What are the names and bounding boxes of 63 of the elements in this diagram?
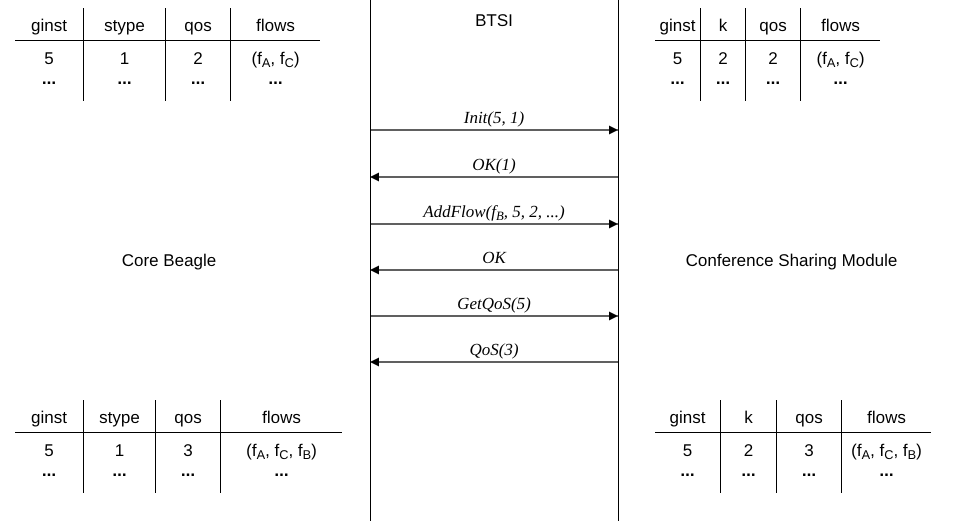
table-cell: ... <box>117 70 132 87</box>
table-cell: (f$_{A}$, f$_{C}$, f$_{B}$) <box>246 442 317 459</box>
node-label: BTSI <box>475 10 513 32</box>
table-cell: (f$_{A}$, f$_{C}$) <box>252 50 300 67</box>
arrow <box>370 172 618 182</box>
table-cell: ... <box>670 70 685 87</box>
table-cell: ... <box>833 70 848 87</box>
table-cell: ... <box>274 462 289 479</box>
table-cell: ... <box>716 70 730 87</box>
table-cell: 5 <box>44 50 54 67</box>
table-cell: (f$_{A}$, f$_{C}$) <box>816 50 864 67</box>
edge-label: AddFlow(f$_{B}$, 5, 2, ...) <box>421 203 567 220</box>
arrow <box>370 266 618 274</box>
table-cell: ... <box>112 462 127 479</box>
arrow <box>370 220 618 228</box>
arrow <box>370 358 618 366</box>
column-header: flows <box>821 17 860 34</box>
table-cell: 2 <box>768 50 778 67</box>
table-cell: 3 <box>804 442 814 459</box>
column-header: flows <box>256 17 295 34</box>
table-cell: ... <box>180 462 196 479</box>
column-header: flows <box>262 409 301 426</box>
table-cell: 1 <box>114 442 124 459</box>
table-cell: ... <box>42 70 56 87</box>
table-cell: 2 <box>718 50 728 67</box>
table-cell: ... <box>741 462 756 479</box>
table-cell: ... <box>680 462 695 479</box>
node-label: Core Beagle <box>122 250 216 272</box>
edge-label: OK <box>480 249 508 266</box>
edge-label: QoS(3) <box>467 341 521 358</box>
table-cell: 5 <box>672 50 682 67</box>
edge-label: OK(1) <box>470 156 518 173</box>
table-cell: 5 <box>44 442 54 459</box>
arrow <box>370 312 618 320</box>
edge-label: Init(5, 1) <box>462 109 526 126</box>
table-cell: (f$_{A}$, f$_{C}$, f$_{B}$) <box>851 442 922 459</box>
column-header: k <box>744 409 753 426</box>
column-header: flows <box>867 409 906 426</box>
arrow <box>370 126 618 134</box>
table-cell: 3 <box>183 442 193 459</box>
column-header: ginst <box>670 409 706 426</box>
column-header: qos <box>795 409 823 426</box>
table-cell: 1 <box>120 50 130 67</box>
column-header: ginst <box>31 409 67 426</box>
table-cell: 2 <box>744 442 754 459</box>
column-header: k <box>718 17 728 34</box>
column-header: qos <box>759 17 787 34</box>
column-header: qos <box>174 409 202 426</box>
column-header: ginst <box>660 17 696 34</box>
column-header: stype <box>104 17 145 34</box>
column-header: stype <box>99 409 140 426</box>
table-cell: ... <box>190 70 206 87</box>
table-cell: 2 <box>193 50 203 67</box>
table-cell: ... <box>42 462 56 479</box>
column-header: ginst <box>31 17 67 34</box>
table-cell: ... <box>268 70 283 87</box>
node-label: Conference Sharing Module <box>686 250 898 272</box>
table-cell: ... <box>766 70 780 87</box>
table-cell: 5 <box>682 442 692 459</box>
edge-label: GetQoS(5) <box>455 295 533 312</box>
table-cell: ... <box>802 462 816 479</box>
column-header: qos <box>184 17 212 34</box>
table-cell: ... <box>879 462 894 479</box>
